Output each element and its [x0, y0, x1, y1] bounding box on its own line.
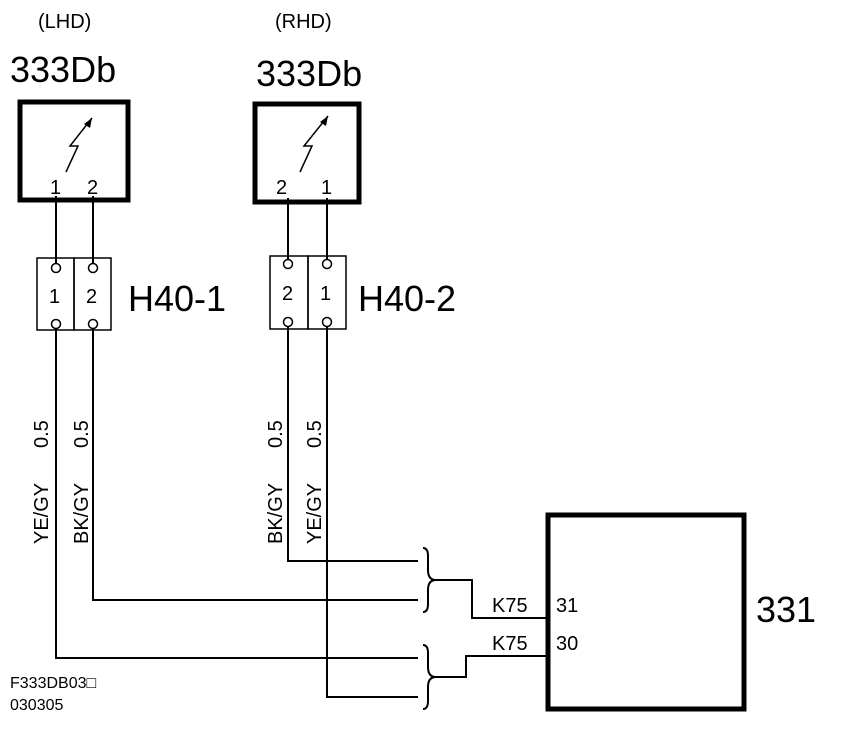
- rhd-variant-label: (RHD): [275, 11, 332, 33]
- connector-h40-2: 2 1: [269, 255, 347, 330]
- lhd-wire-b-color: BK/GY: [71, 483, 93, 544]
- rhd-wire-a-color: BK/GY: [265, 483, 287, 544]
- rhd-wire-b-size: 0.5: [304, 420, 326, 448]
- rhd-wire-a-size: 0.5: [265, 420, 287, 448]
- rhd-component-label: 333Db: [256, 53, 362, 94]
- rhd-switch-symbol-icon: [299, 115, 329, 173]
- harness-wires: [55, 326, 418, 698]
- rhd-wire-b-color: YE/GY: [304, 483, 326, 544]
- lhd-component-pin-2: 2: [87, 177, 98, 199]
- lhd-switch-arrow-icon: [84, 118, 92, 128]
- lhd-component-label: 333Db: [10, 49, 116, 90]
- h40-1-pin-1: 1: [49, 286, 60, 308]
- module-term2-pin: 30: [556, 633, 578, 655]
- rhd-component-pin-1: 1: [321, 177, 332, 199]
- lhd-component-pin-1: 1: [50, 177, 61, 199]
- module-331-label: 331: [756, 589, 816, 630]
- diagram-code: F333DB03□: [10, 675, 96, 692]
- stub-wires: [55, 196, 328, 264]
- lhd-switch-symbol-icon: [65, 117, 93, 173]
- connector-h40-1: 1 2: [36, 257, 112, 331]
- h40-1-pin-2: 2: [86, 286, 97, 308]
- lhd-switch-component: 1 2: [17, 99, 131, 203]
- lhd-variant-label: (LHD): [38, 11, 91, 33]
- wire-labels: YE/GY 0.5 BK/GY 0.5 BK/GY 0.5 YE/GY 0.5: [31, 420, 326, 544]
- rhd-switch-component: 2 1: [252, 101, 362, 205]
- h40-2-pin-2: 2: [282, 283, 293, 305]
- h40-2-pin-1: 1: [320, 283, 331, 305]
- diagram-date: 030305: [10, 697, 63, 714]
- lhd-wire-a-color: YE/GY: [31, 483, 53, 544]
- lhd-wire-a-size: 0.5: [31, 420, 53, 448]
- module-term1-pin: 31: [556, 595, 578, 617]
- wire-group-braces: [422, 547, 548, 710]
- module-term2-conn: K75: [492, 633, 528, 655]
- module-331: K75 31 K75 30: [492, 512, 747, 712]
- rhd-switch-arrow-icon: [320, 116, 328, 126]
- connector-h40-1-label: H40-1: [128, 278, 226, 319]
- lhd-wire-b-size: 0.5: [71, 420, 93, 448]
- module-term1-conn: K75: [492, 595, 528, 617]
- connector-h40-2-label: H40-2: [358, 278, 456, 319]
- rhd-component-pin-2: 2: [276, 177, 287, 199]
